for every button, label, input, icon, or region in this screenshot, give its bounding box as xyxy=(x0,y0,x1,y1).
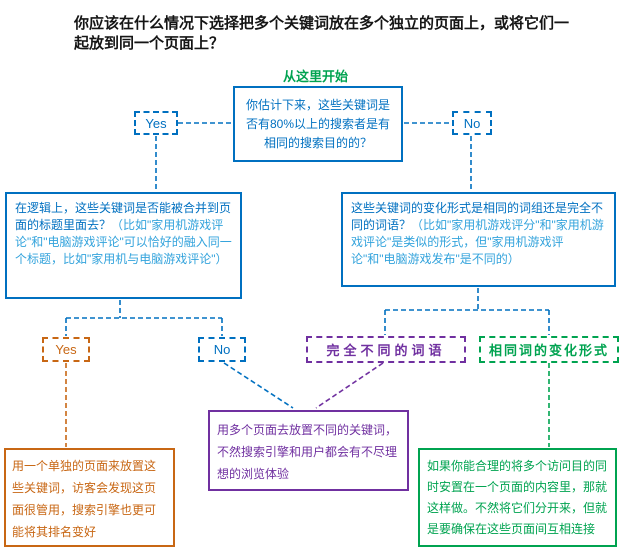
no-label-top-text: No xyxy=(463,115,481,131)
no-label-top: No xyxy=(452,111,492,135)
yes-label-left-text: Yes xyxy=(55,342,77,357)
result-multiple-pages-text: 用多个页面去放置不同的关键词，不然搜索引擎和用户都会有不尽理想的浏览体验 xyxy=(217,423,398,481)
question-variation-note: （比如"家用机游戏评分"和"家用机游戏评论"是类似的形式，但"家用机游戏评论"和… xyxy=(351,218,604,266)
result-single-page-box: 用一个单独的页面来放置这些关键词，访客会发现这页面很管用，搜索引擎也更可能将其排… xyxy=(4,448,175,547)
result-combine-or-link-text: 如果你能合理的将多个访问目的同时安置在一个页面的内容里，那就这样做。不然将它们分… xyxy=(427,459,608,536)
same-variation-label: 相同词的变化形式 xyxy=(479,336,619,363)
question-variation-main: 这些关键词的变化形式是相同的词组还是完全不同的词语？ xyxy=(351,201,604,232)
different-words-label: 完全不同的词语 xyxy=(306,336,466,363)
no-label-left-text: No xyxy=(213,342,231,357)
start-here-label: 从这里开始 xyxy=(283,69,349,84)
question-search-intent-box: 你估计下来，这些关键词是否有80%以上的搜索者是有相同的搜索目的的？ xyxy=(233,86,403,162)
yes-label-top-text: Yes xyxy=(145,115,167,131)
result-multiple-pages-box: 用多个页面去放置不同的关键词，不然搜索引擎和用户都会有不尽理想的浏览体验 xyxy=(208,410,409,491)
blue-connectors xyxy=(65,122,550,409)
purple-connector xyxy=(315,362,384,409)
yes-label-left: Yes xyxy=(42,337,90,362)
yes-label-top: Yes xyxy=(134,111,178,135)
question-title-merge-box: 在逻辑上，这些关键词是否能被合并到页面的标题里面去？（比如"家用机游戏评论"和"… xyxy=(5,192,242,299)
diagram-title: 你应该在什么情况下选择把多个关键词放在多个独立的页面上，或将它们一起放到同一个页… xyxy=(74,15,570,52)
same-variation-text: 相同词的变化形式 xyxy=(488,343,609,358)
question-title-merge-note: （比如"家用机游戏评论"和"电脑游戏评论"可以恰好的融入同一个标题，比如"家用机… xyxy=(15,218,232,266)
question-title-merge-main: 在逻辑上，这些关键词是否能被合并到页面的标题里面去？ xyxy=(15,201,232,232)
question-search-intent-text: 你估计下来，这些关键词是否有80%以上的搜索者是有相同的搜索目的的？ xyxy=(245,97,391,150)
result-single-page-text: 用一个单独的页面来放置这些关键词，访客会发现这页面很管用，搜索引擎也更可能将其排… xyxy=(12,459,157,539)
result-combine-or-link-box: 如果你能合理的将多个访问目的同时安置在一个页面的内容里，那就这样做。不然将它们分… xyxy=(418,448,617,547)
question-variation-box: 这些关键词的变化形式是相同的词组还是完全不同的词语？（比如"家用机游戏评分"和"… xyxy=(341,192,616,287)
no-label-left: No xyxy=(198,337,246,362)
different-words-text: 完全不同的词语 xyxy=(326,343,446,358)
